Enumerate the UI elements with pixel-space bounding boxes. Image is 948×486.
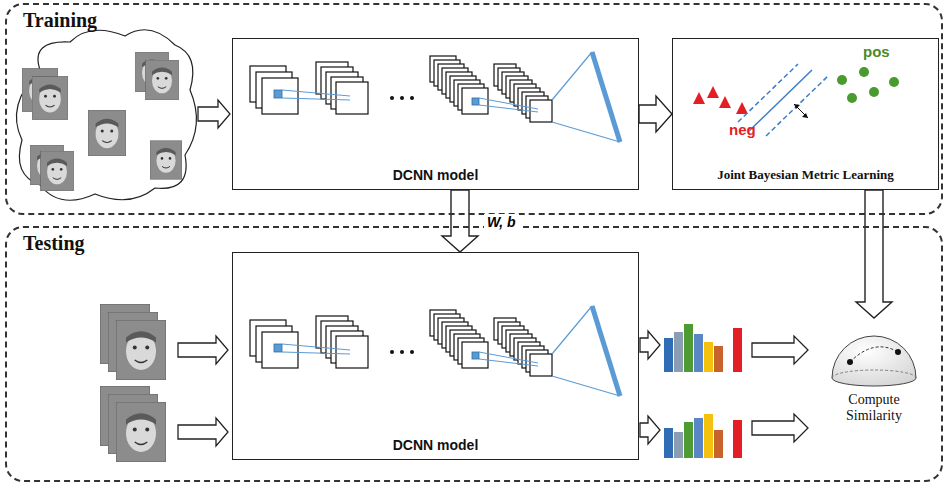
face-cloud [16,30,196,200]
testing-region: TestingDCNN model Compute Similarity [5,226,943,482]
class-label: pos [863,43,890,60]
neg-samples [693,86,748,114]
region-title: Training [23,9,97,32]
feature-arrow [640,331,660,359]
node-caption: Compute Similarity [826,392,922,424]
edge-label: W, b [484,214,519,230]
training-region: TrainingDCNN model pos negJoint Bayesian M… [5,3,943,215]
dcnn-layers [250,306,620,396]
input-arrow [178,418,228,446]
class-label: neg [729,121,756,138]
box-title: DCNN model [233,167,638,183]
feature-histogram [664,414,742,458]
feature-arrow [752,414,808,442]
dcnn-layers [250,52,620,142]
input-arrow [198,100,230,128]
dcnn-box: DCNN model [232,252,639,460]
block-arrow [639,96,672,132]
input-arrow [178,336,228,364]
box-title: DCNN model [233,437,638,453]
hemisphere-shape [812,318,936,390]
box-title: Joint Bayesian Metric Learning [673,167,938,183]
feature-histogram [664,324,742,372]
block-arrow [856,190,892,318]
feature-arrow [752,336,808,364]
feature-arrow [640,416,660,444]
pos-samples [837,67,899,103]
metric-learning-box: pos negJoint Bayesian Metric Learning [672,38,939,190]
dcnn-box: DCNN model [232,38,639,190]
similarity-hemisphere: Compute Similarity [812,318,936,430]
block-arrow [442,190,478,252]
region-title: Testing [23,232,85,255]
